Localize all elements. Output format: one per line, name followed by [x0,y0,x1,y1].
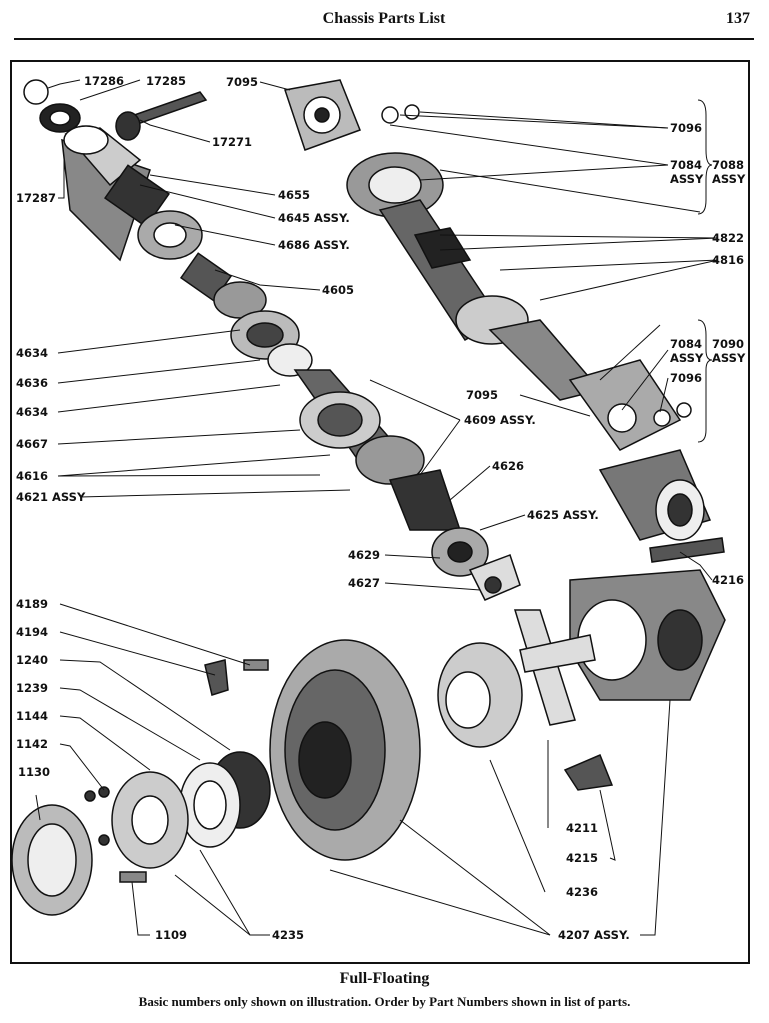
callout-4215: 4215 [566,851,598,865]
callout-4605: 4605 [322,283,354,297]
callout-4211: 4211 [566,821,598,835]
callout-4621: 4621 ASSY [16,490,86,504]
page-title: Chassis Parts List [322,10,446,27]
callout-4634-a: 4634 [16,346,48,360]
callout-4636: 4636 [16,376,48,390]
callout-labels: 17286 17285 17271 17287 4655 4645 ASSY. … [16,74,746,942]
leader-lines [35,79,719,936]
bearing-7096b [653,409,671,427]
pinion-gear-4626 [388,469,462,531]
snap-ring-17286 [23,79,49,105]
callout-7095-b: 7095 [466,388,498,402]
pinion-shaft-assembly [23,79,521,601]
figure-caption-title: Full-Floating [339,970,430,987]
callout-7084-b-assy: ASSY [670,351,704,365]
callout-4616: 4616 [16,469,48,483]
callout-7084-a: 7084 [670,158,702,172]
callout-4645: 4645 ASSY. [278,211,350,225]
callout-7090-assy: ASSY [712,351,746,365]
bracket-7090 [697,319,713,443]
callout-7084-b: 7084 [670,337,702,351]
callout-17285: 17285 [146,74,186,88]
callout-4235: 4235 [272,928,304,942]
gear-17271 [115,111,141,141]
callout-4625: 4625 ASSY. [527,508,599,522]
callout-7090: 7090 [712,337,744,351]
bracket-7088 [697,99,713,215]
bolt-1109 [119,871,147,883]
callout-4634-b: 4634 [16,405,48,419]
callout-4686: 4686 ASSY. [278,238,350,252]
spacer-4636 [267,343,313,377]
callout-7088-assy: ASSY [712,172,746,186]
figure-caption-note: Basic numbers only shown on illustration… [138,994,631,1009]
spline-4655 [104,164,170,228]
callout-17271: 17271 [212,135,252,149]
callout-17287: 17287 [16,191,56,205]
callout-7095-a: 7095 [226,75,258,89]
callout-4609: 4609 ASSY. [464,413,536,427]
pinion-4215 [563,754,614,791]
callout-7084-a-assy: ASSY [670,172,704,186]
callout-1109: 1109 [155,928,187,942]
callout-1142: 1142 [16,737,48,751]
nut-1142 [98,786,110,798]
callout-1239: 1239 [16,681,48,695]
callout-4629: 4629 [348,548,380,562]
callout-4194: 4194 [16,625,48,639]
callout-4626: 4626 [492,459,524,473]
bolt-4189 [243,659,269,671]
callout-1144: 1144 [16,709,48,723]
callout-7096-a: 7096 [670,121,702,135]
bearing-7096 [381,106,399,124]
callout-4207: 4207 ASSY. [558,928,630,942]
page-number: 137 [726,10,750,27]
callout-4822: 4822 [712,231,744,245]
callout-4667: 4667 [16,437,48,451]
differential-assembly [11,537,726,916]
callout-4655: 4655 [278,188,310,202]
callout-7096-b: 7096 [670,371,702,385]
callout-7088: 7088 [712,158,744,172]
illustration-frame [10,60,750,964]
callout-4236: 4236 [566,885,598,899]
callout-17286: 17286 [84,74,124,88]
lock-4194 [204,659,229,696]
callout-4216: 4216 [712,573,744,587]
callout-4189: 4189 [16,597,48,611]
bearing-4616 [355,435,425,485]
callout-4627: 4627 [348,576,380,590]
callout-1240: 1240 [16,653,48,667]
pin-4216 [649,537,725,563]
page-header: Chassis Parts List 137 [14,0,754,40]
callout-4816: 4816 [712,253,744,267]
propeller-shaft-assembly [284,79,712,541]
callout-1130: 1130 [18,765,50,779]
